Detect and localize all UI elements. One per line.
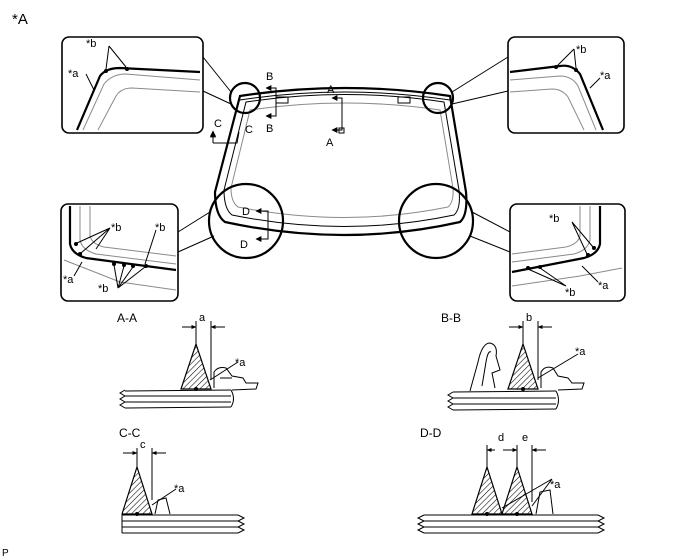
magnifier-leaders xyxy=(177,56,511,253)
section-a-a: A-A a *a xyxy=(117,311,259,409)
dimension-b: b xyxy=(526,312,532,324)
detail-circle-bottom-left xyxy=(207,182,285,260)
detail-circle-bottom-right xyxy=(397,182,475,260)
marker-a-bottom: A xyxy=(326,137,334,149)
label-a-section-d: *a xyxy=(550,479,561,491)
section-a-a-title: A-A xyxy=(117,311,137,325)
section-c-c-title: C-C xyxy=(119,426,141,440)
section-d-d: D-D d e *a xyxy=(416,426,606,534)
marker-c-right: C xyxy=(245,124,253,136)
section-d-d-title: D-D xyxy=(420,426,442,440)
corner-label: P xyxy=(2,548,9,559)
label-a-bottom-left: *a xyxy=(63,274,74,286)
detail-panel-top-left: *b *a xyxy=(61,36,204,134)
label-b-bottom-right-1: *b xyxy=(549,213,559,225)
detail-panel-bottom-right: *b *b *a xyxy=(509,203,626,302)
marker-a-top: A xyxy=(327,84,335,96)
section-marker-b: B B xyxy=(265,71,277,135)
section-marker-a: A A xyxy=(326,84,345,149)
label-b-bottom-left-3: *b xyxy=(98,283,108,295)
label-a-top-right: *a xyxy=(600,70,611,82)
dimension-a: a xyxy=(199,312,206,324)
detail-panel-bottom-left: *b *b *a *b xyxy=(60,203,179,302)
marker-c-left: C xyxy=(214,118,222,130)
label-b-bottom-left-1: *b xyxy=(111,222,121,234)
label-a-section-b: *a xyxy=(575,346,586,358)
detail-circle-top-right xyxy=(421,81,455,115)
detail-circle-top-left xyxy=(228,81,262,115)
dimension-d: d xyxy=(498,432,504,444)
label-b-top-left: *b xyxy=(86,38,96,50)
section-b-b: B-B b *a xyxy=(441,311,586,411)
label-a-top-left: *a xyxy=(68,68,79,80)
marker-b-bottom: B xyxy=(266,123,273,135)
marker-d-bottom: D xyxy=(240,239,248,251)
label-b-bottom-left-2: *b xyxy=(155,222,165,234)
label-b-bottom-right-2: *b xyxy=(565,287,575,299)
marker-d-top: D xyxy=(242,206,250,218)
marker-b-top: B xyxy=(266,71,273,83)
label-b-top-right: *b xyxy=(576,44,586,56)
label-a-section-a: *a xyxy=(235,357,246,369)
dimension-c: c xyxy=(140,439,146,451)
section-marker-d: D D xyxy=(240,206,269,251)
section-b-b-title: B-B xyxy=(441,311,461,325)
section-marker-c: C C xyxy=(213,118,253,144)
dimension-e: e xyxy=(522,432,528,444)
section-c-c: C-C c *a xyxy=(119,426,246,534)
figure-label: *A xyxy=(12,11,28,28)
label-a-section-c: *a xyxy=(174,483,185,495)
detail-panel-top-right: *b *a xyxy=(507,36,625,134)
label-a-bottom-right: *a xyxy=(598,280,609,292)
